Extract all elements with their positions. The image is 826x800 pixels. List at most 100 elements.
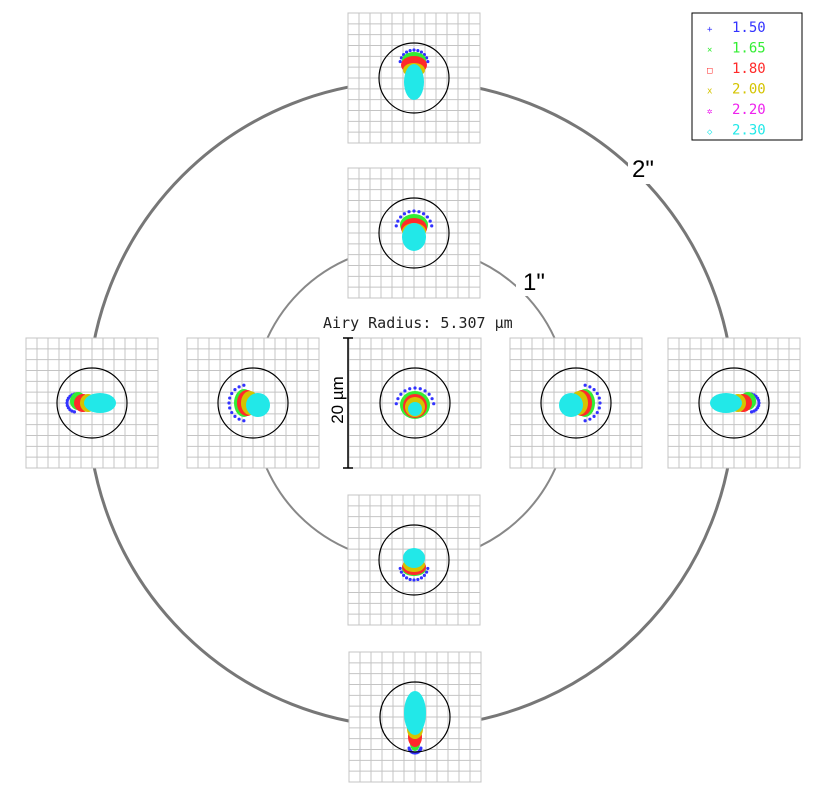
spot-1.50 xyxy=(597,406,601,410)
spot-1.50 xyxy=(427,392,431,396)
spot-1.50 xyxy=(227,401,231,405)
spot-1.50 xyxy=(416,48,420,53)
spot-1.50 xyxy=(404,50,409,54)
spot-1.50 xyxy=(419,576,424,580)
ring-label-mask-1 xyxy=(516,266,552,296)
spot-1.50 xyxy=(595,410,599,415)
spot-1.50 xyxy=(423,389,427,393)
spot-1.50 xyxy=(230,391,234,396)
spot-1.50 xyxy=(233,388,237,392)
spot-panel-top-inner xyxy=(347,167,481,299)
spot-panel-right-outer xyxy=(667,337,801,469)
spot-1.50 xyxy=(598,401,602,405)
spot-1.50 xyxy=(396,219,400,223)
legend-marker-icon: ◇ xyxy=(707,128,713,138)
legend-value: 2.00 xyxy=(732,82,766,98)
spot-1.50 xyxy=(401,573,406,577)
spot-1.50 xyxy=(396,397,400,401)
spot-1.50 xyxy=(416,577,420,582)
spot-1.50 xyxy=(408,387,412,391)
spot-1.50 xyxy=(403,389,407,393)
spot-2.30 xyxy=(559,393,583,417)
spot-1.50 xyxy=(421,212,426,216)
spot-panel-right-inner xyxy=(509,337,643,469)
spot-1.50 xyxy=(417,210,421,214)
spot-panel-top-outer xyxy=(347,12,481,144)
spot-panel-left-inner xyxy=(186,337,320,469)
ring-label-1in: 1" xyxy=(523,269,545,296)
legend-box xyxy=(691,12,803,141)
spot-1.50 xyxy=(597,396,601,400)
spot-1.50 xyxy=(407,746,411,750)
spot-panel-center xyxy=(348,337,482,469)
spot-1.50 xyxy=(430,224,434,228)
spot-2.30 xyxy=(402,223,426,251)
spot-1.50 xyxy=(430,397,434,401)
spot-2.30 xyxy=(408,402,422,416)
spot-2.30 xyxy=(404,64,424,100)
legend-marker-icon: x xyxy=(707,87,713,97)
airy-disk-circle xyxy=(379,681,451,753)
spot-1.50 xyxy=(412,578,416,582)
airy-disk-circle xyxy=(540,367,612,439)
legend-marker-icon: + xyxy=(707,25,713,35)
spot-1.50 xyxy=(419,50,424,54)
spot-1.50 xyxy=(592,388,596,392)
spot-1.50 xyxy=(228,396,232,400)
legend-entry: ◇ 2.30 xyxy=(707,123,766,139)
legend-entry: ✲ 2.20 xyxy=(707,102,766,118)
spot-1.50 xyxy=(425,215,429,219)
spot-1.50 xyxy=(757,401,761,405)
spot-panel-bottom-outer xyxy=(348,651,482,783)
spot-1.50 xyxy=(588,417,592,421)
spot-1.50 xyxy=(418,387,422,391)
spot-1.50 xyxy=(404,576,409,580)
legend-marker-icon: □ xyxy=(707,66,713,76)
spot-2.30 xyxy=(404,691,426,735)
legend-entry: × 1.65 xyxy=(707,41,766,57)
spot-1.50 xyxy=(394,224,398,228)
spot-1.50 xyxy=(583,419,587,423)
scale-bar-label: 20 µm xyxy=(328,376,347,424)
legend-marker-icon: × xyxy=(707,46,712,56)
spot-1.50 xyxy=(242,419,246,423)
spot-1.50 xyxy=(233,414,237,418)
legend-entry: +1.50 xyxy=(707,20,766,36)
legend-value: 2.20 xyxy=(732,102,766,118)
spot-1.50 xyxy=(399,392,403,396)
legend-value: 1.65 xyxy=(732,41,766,57)
spot-panel-left-outer xyxy=(25,337,159,469)
legend-value: 1.80 xyxy=(732,61,766,77)
panel-grid xyxy=(348,13,480,143)
spot-1.50 xyxy=(426,566,430,571)
spot-2.30 xyxy=(84,393,116,413)
spot-1.50 xyxy=(408,48,412,53)
spot-2.30 xyxy=(403,548,425,568)
spot-1.50 xyxy=(242,383,246,387)
spot-1.50 xyxy=(424,570,429,574)
spot-1.50 xyxy=(422,573,427,577)
spot-1.50 xyxy=(407,210,411,214)
spot-1.50 xyxy=(394,402,398,406)
spot-1.50 xyxy=(426,59,430,64)
legend-value: 2.30 xyxy=(732,123,766,139)
spot-1.50 xyxy=(412,209,416,213)
spot-1.50 xyxy=(757,398,761,403)
spot-1.50 xyxy=(749,410,754,414)
airy-disk-circle xyxy=(378,42,450,114)
spot-1.50 xyxy=(398,566,402,571)
spot-1.50 xyxy=(408,577,412,582)
spot-1.50 xyxy=(65,401,69,405)
ring-label-mask-2 xyxy=(628,152,664,184)
ring-label-2in: 2" xyxy=(632,156,654,183)
spot-1.50 xyxy=(412,48,416,52)
airy-disk-circle xyxy=(698,367,770,439)
scale-label-bg xyxy=(326,370,346,430)
spot-2.30 xyxy=(710,393,742,413)
airy-disk-circle xyxy=(56,367,128,439)
airy-radius-label: Airy Radius: 5.307 µm xyxy=(323,314,513,332)
legend-entry: □ 1.80 xyxy=(707,61,766,77)
spot-1.50 xyxy=(398,59,402,64)
legend-marker-icon: ✲ xyxy=(707,107,712,117)
